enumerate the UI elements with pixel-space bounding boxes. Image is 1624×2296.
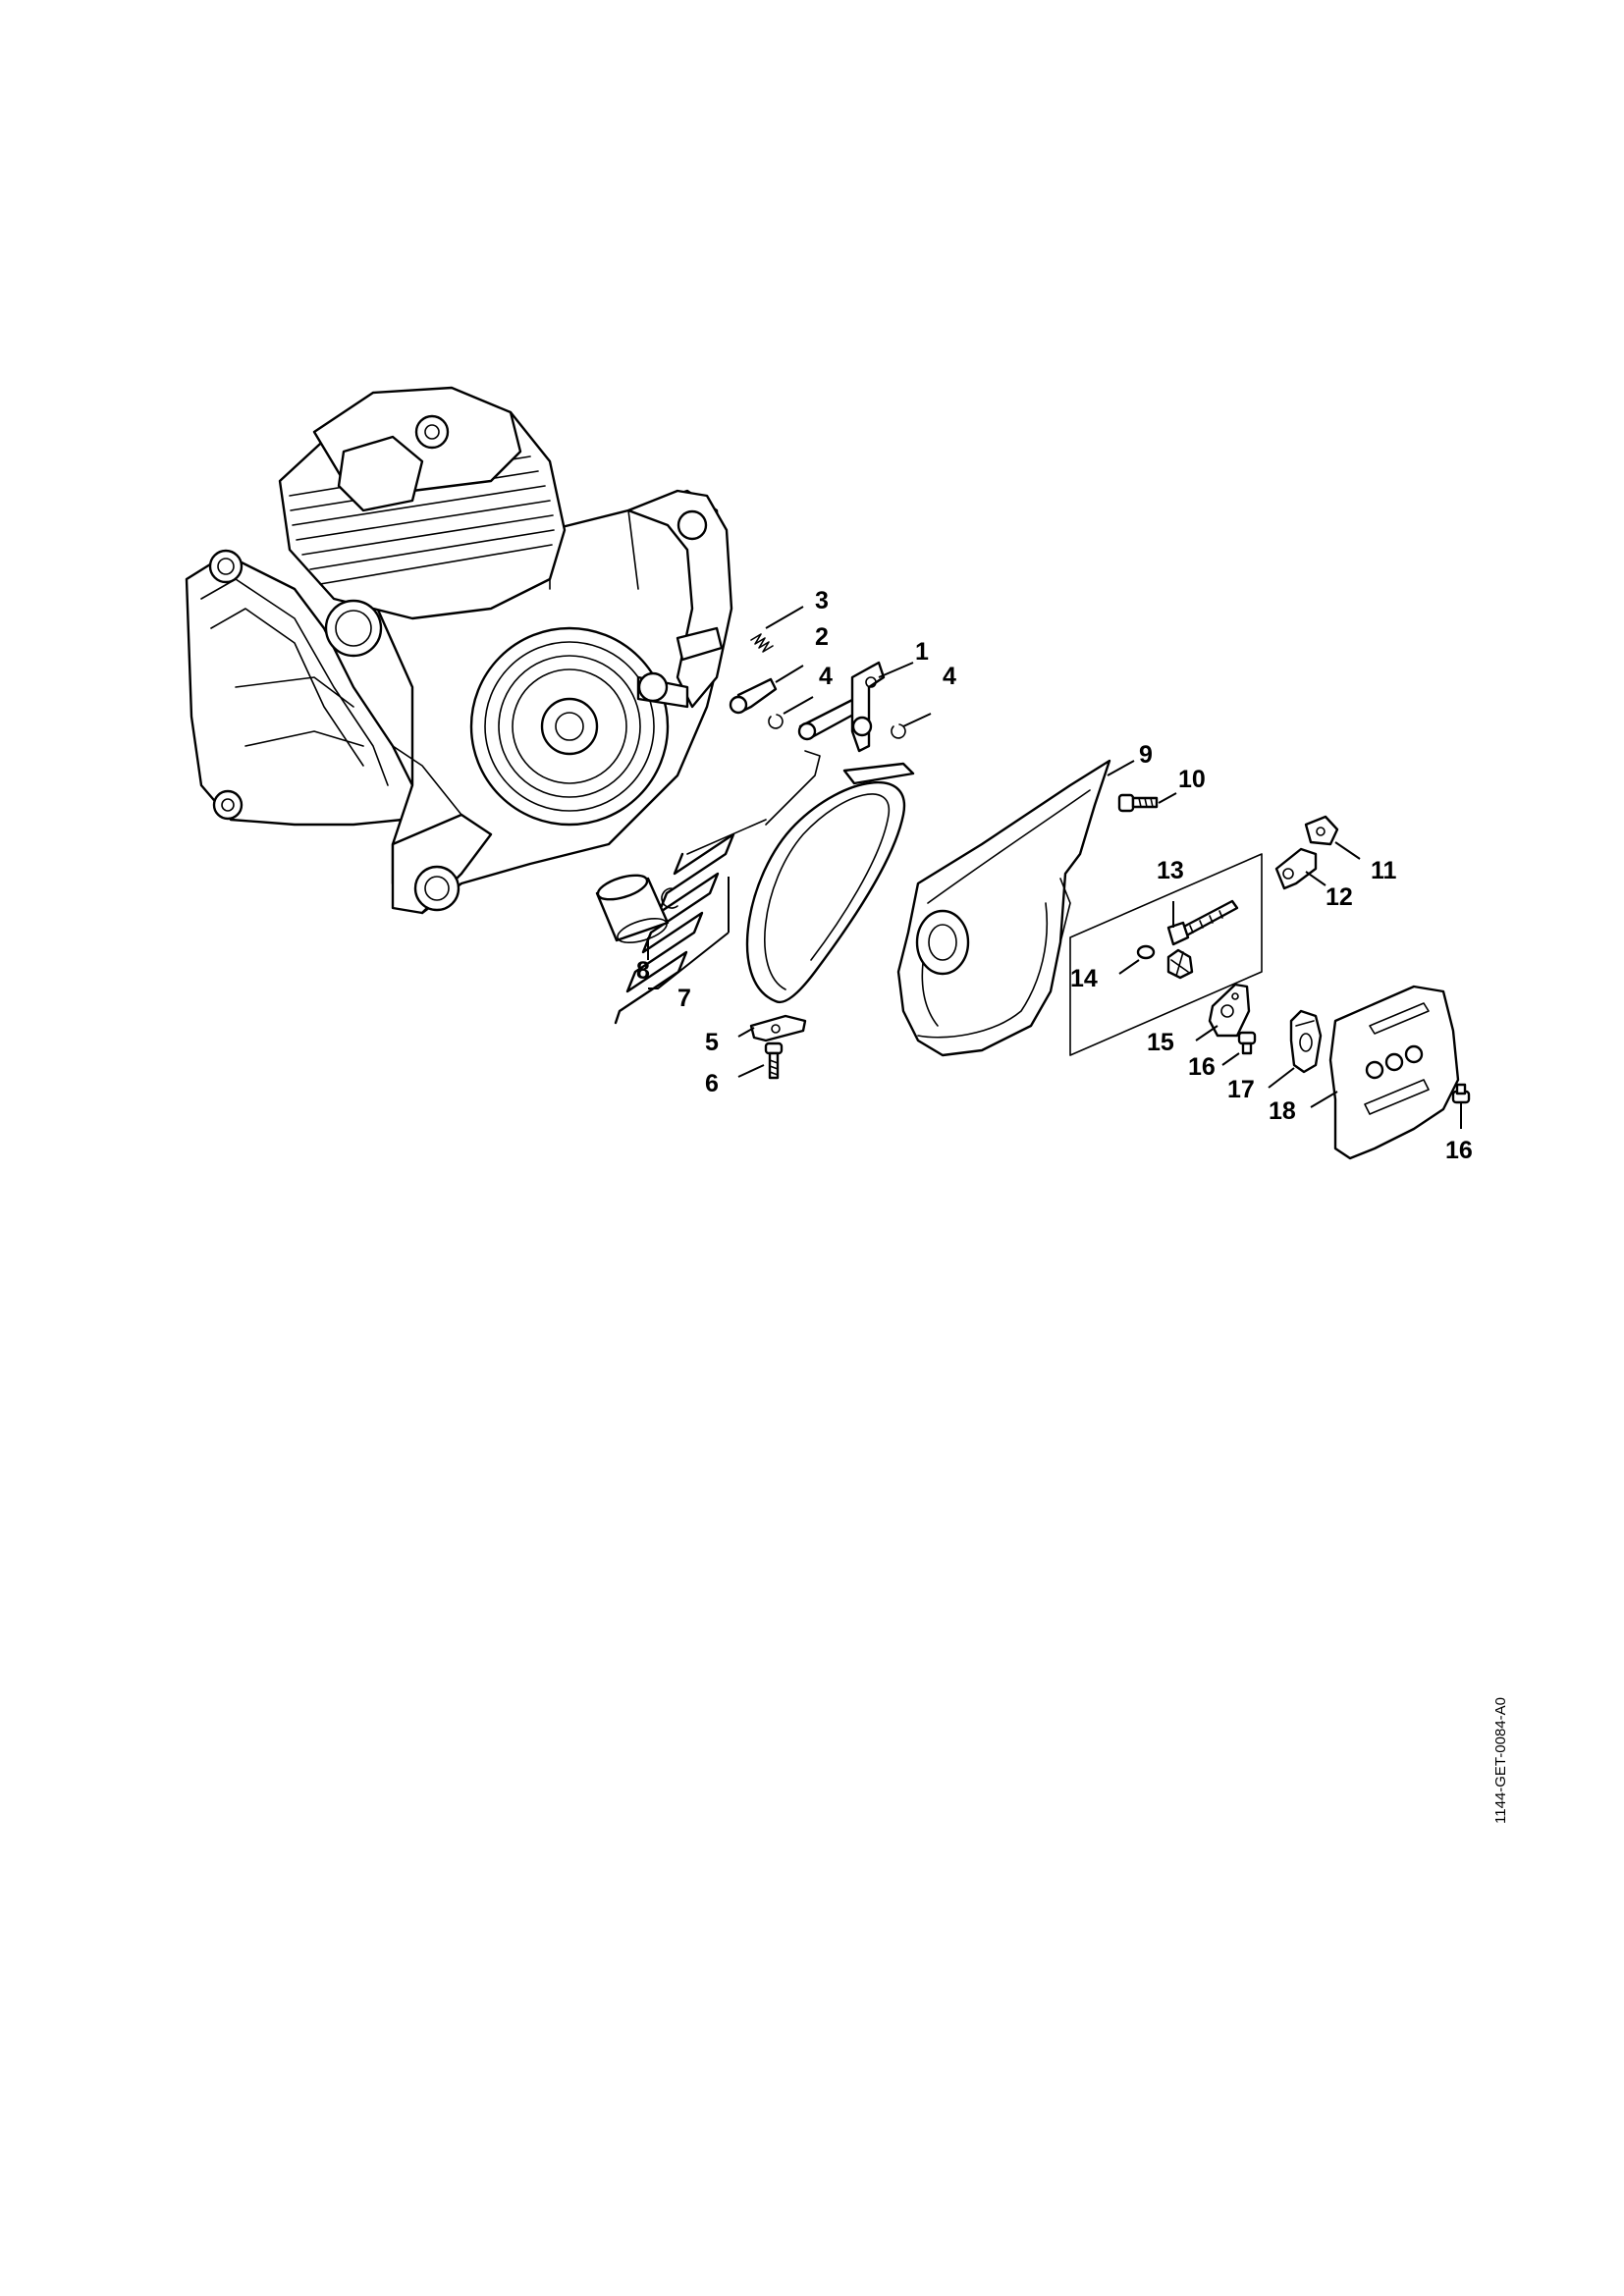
part-18-guard-plate	[1328, 985, 1460, 1160]
leader-lines	[647, 606, 1462, 1129]
part-14-o-ring	[1136, 944, 1156, 960]
part-10-screw	[1117, 793, 1159, 813]
callout-4-right: 4	[943, 663, 956, 690]
part-5-brake-band	[745, 762, 915, 1042]
callout-6: 6	[705, 1070, 719, 1097]
callout-2: 2	[815, 623, 829, 651]
engine-assembly-drawing	[185, 386, 733, 915]
part-13-tensioner-screw	[1166, 899, 1239, 946]
part-4-e-clip-left	[768, 714, 784, 729]
callout-labels: 1 2 3 4 4 5 6 7 8 9 10 11 12 13 14 15 16…	[636, 587, 1473, 1164]
callout-9: 9	[1139, 741, 1153, 769]
callout-12: 12	[1326, 883, 1353, 911]
callout-14: 14	[1070, 965, 1098, 992]
part-12-slide	[1274, 847, 1318, 890]
callout-7: 7	[677, 985, 691, 1012]
part-6-screw	[764, 1041, 784, 1080]
callout-10: 10	[1178, 766, 1206, 793]
callout-17: 17	[1227, 1076, 1255, 1103]
document-id: 1144-GET-0084-A0	[1492, 1697, 1509, 1824]
callout-18: 18	[1269, 1097, 1296, 1125]
callout-1: 1	[915, 638, 929, 666]
callout-16-right: 16	[1445, 1137, 1473, 1164]
callout-15: 15	[1147, 1029, 1174, 1056]
tensioner-gear	[1166, 948, 1194, 980]
part-8-sleeve	[595, 874, 670, 944]
part-15-plate	[1208, 983, 1251, 1038]
callout-16-left: 16	[1188, 1053, 1216, 1081]
part-17-guide	[1289, 1009, 1323, 1074]
callout-5: 5	[705, 1029, 719, 1056]
callout-4-left: 4	[819, 663, 833, 690]
part-9-sprocket-cover	[896, 759, 1111, 1057]
callout-11: 11	[1371, 857, 1397, 884]
part-11-bracket	[1304, 815, 1339, 846]
part-1-brake-lever	[797, 661, 886, 753]
part-3-spring	[750, 633, 774, 653]
assembly-group-box	[1069, 853, 1263, 1056]
callout-8: 8	[636, 957, 650, 985]
part-16-screw-left	[1237, 1031, 1257, 1055]
part-2-lever	[729, 677, 778, 715]
callout-13: 13	[1157, 857, 1184, 884]
callout-3: 3	[815, 587, 829, 614]
part-4-e-clip-right	[891, 723, 906, 739]
